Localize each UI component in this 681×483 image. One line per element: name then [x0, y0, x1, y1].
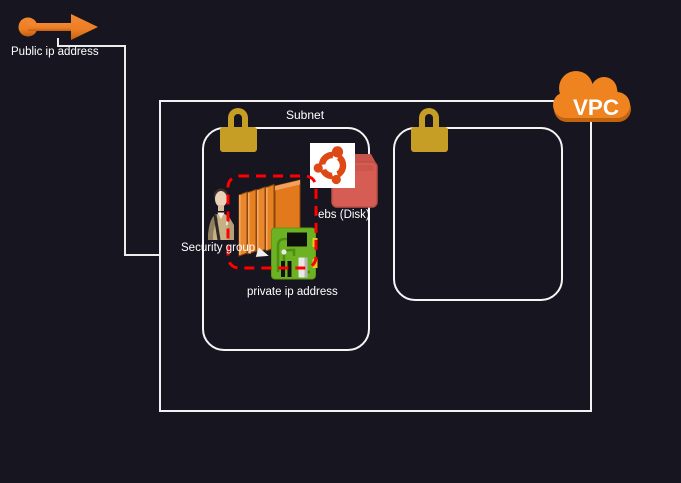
ubuntu-os-icon[interactable]: [310, 143, 355, 188]
security-group-label: Security group: [181, 242, 256, 254]
padlock-shackle: [419, 108, 439, 132]
circuit-board-icon[interactable]: [270, 226, 318, 282]
padlock-body: [220, 127, 257, 152]
subnet-label: Subnet: [286, 108, 325, 122]
connector-public-ip: [124, 45, 126, 256]
padlock-shackle: [228, 108, 248, 132]
subnet-left-lock-icon[interactable]: [220, 108, 258, 152]
vpc-label: VPC: [573, 95, 619, 120]
subnet-right-lock-icon[interactable]: [411, 108, 449, 152]
subnet-right-box[interactable]: [393, 127, 563, 301]
vpc-cloud-icon[interactable]: VPC: [549, 67, 635, 127]
connector-public-ip: [124, 254, 161, 256]
subnet-left-box[interactable]: [202, 127, 370, 351]
security-guard-icon[interactable]: [204, 187, 238, 241]
padlock-body: [411, 127, 448, 152]
vpc-boundary[interactable]: [159, 100, 592, 412]
public-ip-arrow-icon[interactable]: [14, 11, 106, 45]
private-ip-label: private ip address: [247, 286, 338, 298]
public-ip-label: Public ip address: [11, 46, 99, 58]
ebs-label: ebs (Disk): [318, 209, 370, 221]
ubuntu-circle-of-friends: [313, 146, 347, 185]
connector-public-ip: [57, 45, 126, 47]
connector-public-ip: [57, 38, 59, 46]
